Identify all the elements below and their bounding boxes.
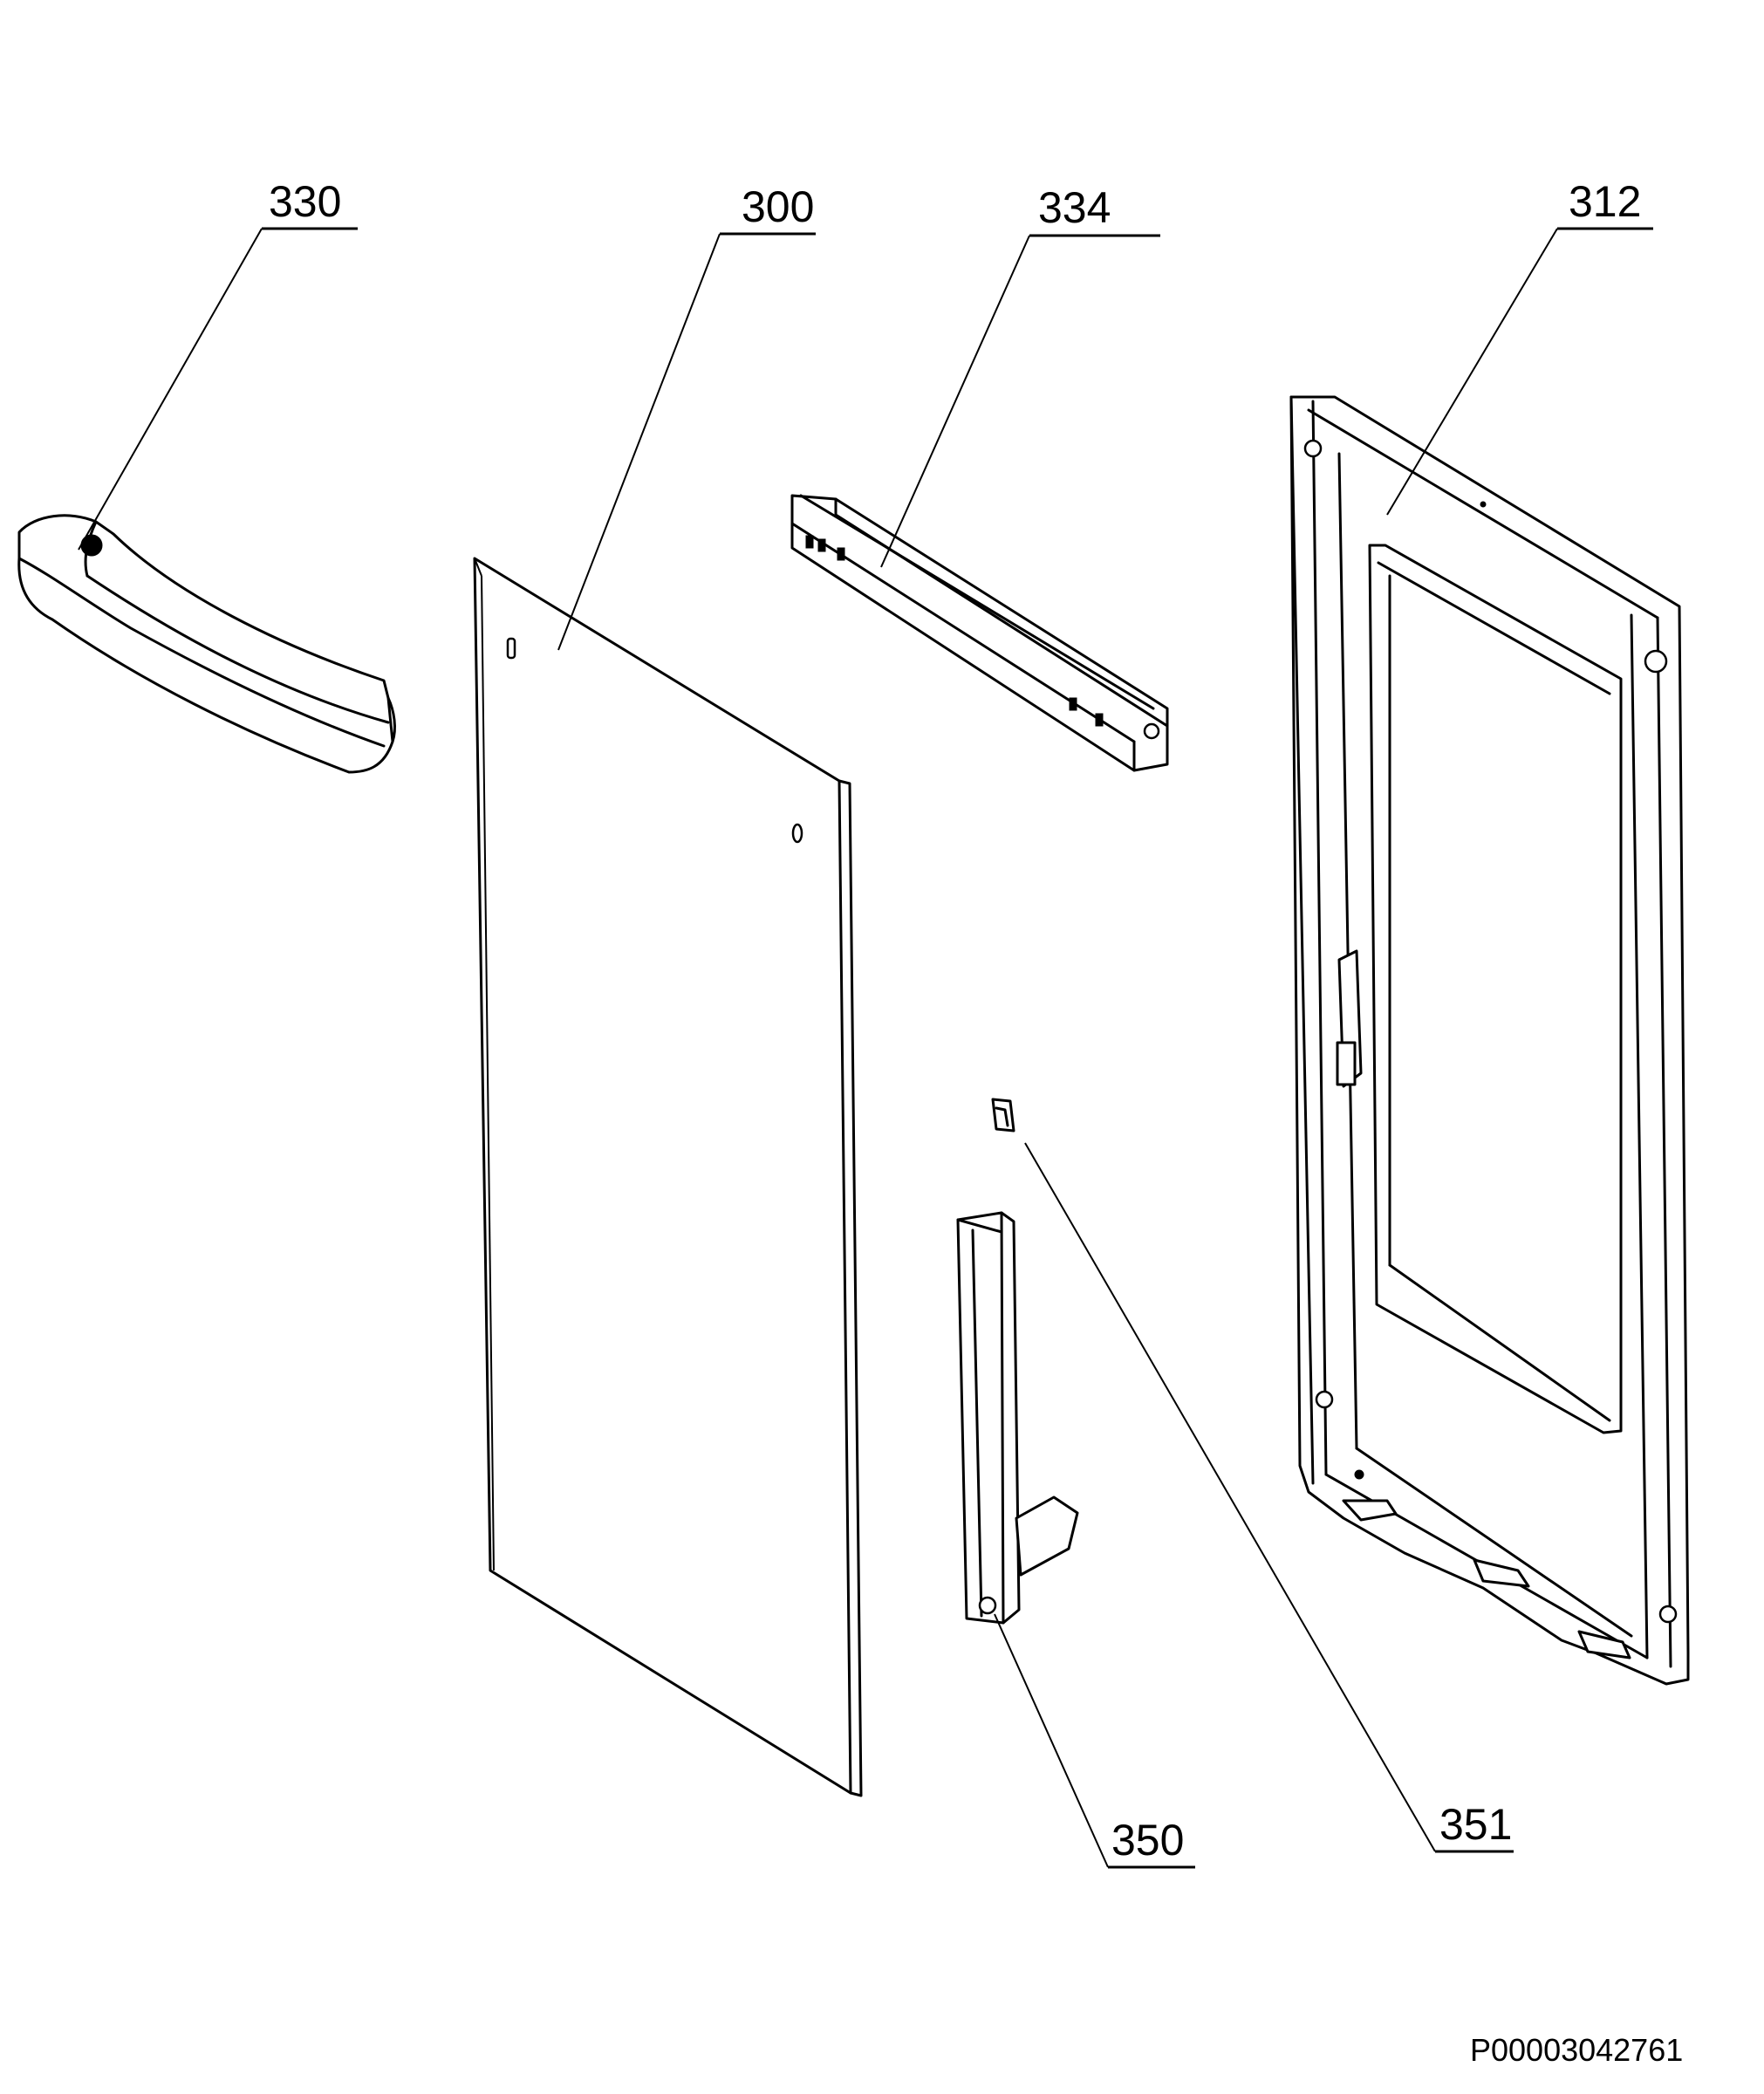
callout-350: 350: [994, 1613, 1195, 1869]
callout-351: 351: [1024, 1142, 1514, 1853]
callout-label-334: 334: [1038, 183, 1111, 232]
callout-334: 334: [880, 183, 1160, 568]
part-inner-frame: [1289, 395, 1690, 1686]
callout-330: 330: [78, 177, 358, 551]
part-clip: [991, 1098, 1015, 1133]
part-top-bracket: [790, 494, 1169, 772]
callout-300: 300: [557, 182, 816, 651]
part-handle: [17, 514, 396, 774]
callout-label-300: 300: [742, 182, 814, 231]
callout-label-330: 330: [269, 177, 341, 226]
callout-312: 312: [1386, 177, 1653, 516]
callout-label-350: 350: [1111, 1816, 1184, 1865]
part-hinge: [956, 1211, 1079, 1625]
callout-label-312: 312: [1569, 177, 1641, 226]
callout-label-351: 351: [1439, 1800, 1512, 1849]
document-id: P00003042761: [1470, 2032, 1683, 2068]
part-outer-panel: [473, 557, 863, 1797]
